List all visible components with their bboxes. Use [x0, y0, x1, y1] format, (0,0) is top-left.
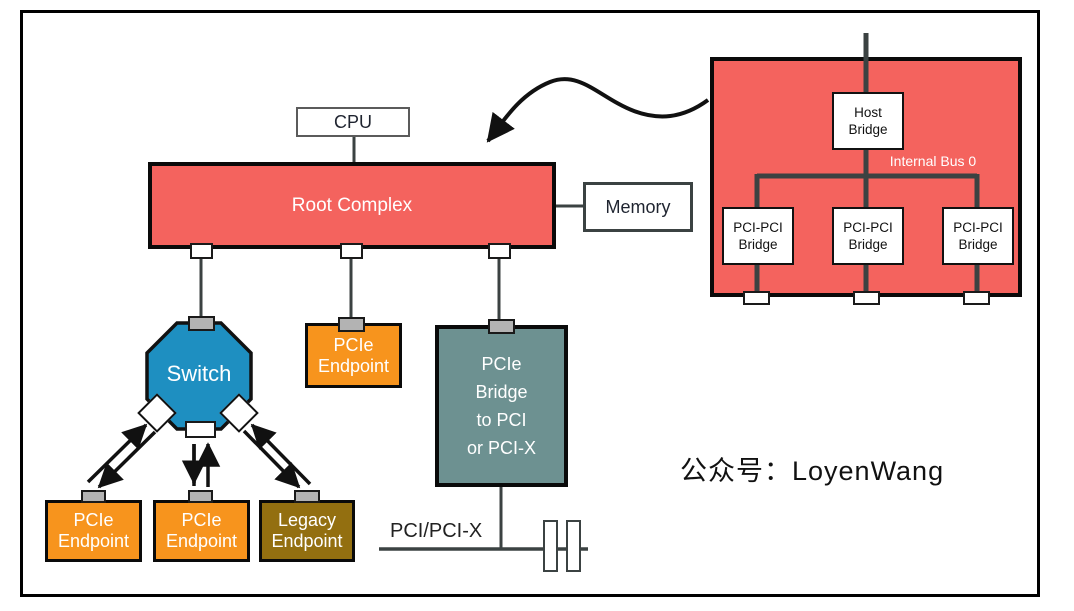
bridge-label-line: PCIe — [481, 354, 522, 374]
cpu-label: CPU — [333, 111, 372, 132]
endpoint-label-line: Endpoint — [271, 531, 343, 551]
switch-label: Switch — [166, 361, 232, 386]
pci-pci-bridge-label-line: Bridge — [958, 237, 998, 252]
detail-panel-port — [743, 291, 770, 305]
rootcomplex-port — [190, 243, 213, 259]
endpoint-port — [81, 490, 106, 503]
endpoint-port — [294, 490, 320, 503]
memory-node: Memory — [583, 182, 693, 232]
pci-pci-bridge-label-line: PCI-PCI — [953, 220, 1003, 235]
pci-pci-bridge-label-line: Bridge — [848, 237, 888, 252]
pci-slot — [543, 520, 558, 572]
endpoint-label-line: Endpoint — [317, 355, 390, 376]
endpoint-label-line: Endpoint — [57, 531, 130, 551]
pci-pci-bridge-node: PCI-PCI Bridge — [722, 207, 794, 265]
host-bridge-label-line: Host — [854, 105, 882, 120]
pci-slot — [566, 520, 581, 572]
cpu-node: CPU — [296, 107, 410, 137]
outer-border — [20, 10, 1040, 597]
switch-downstream-port — [185, 421, 216, 438]
pci-pci-bridge-label-line: PCI-PCI — [733, 220, 783, 235]
detail-panel-port — [853, 291, 880, 305]
endpoint-port — [188, 490, 213, 503]
rootcomplex-port — [488, 243, 511, 259]
host-bridge-node: Host Bridge — [832, 92, 904, 150]
endpoint-label-line: PCIe — [73, 510, 114, 530]
pci-pci-bridge-label-line: Bridge — [738, 237, 778, 252]
pci-bus-label: PCI/PCI-X — [390, 520, 483, 542]
pcie-endpoint-top-node: PCIe Endpoint — [305, 323, 402, 388]
endpoint-label-line: Legacy — [277, 510, 337, 530]
bridge-label-line: to PCI — [476, 410, 527, 430]
bridge-port — [488, 319, 515, 334]
bridge-label-line: Bridge — [475, 382, 528, 402]
internal-bus-label: Internal Bus 0 — [889, 153, 977, 169]
legacy-endpoint-node: Legacy Endpoint — [259, 500, 355, 562]
watermark-text: 公众号：LoyenWang — [680, 456, 945, 486]
endpoint-label-line: PCIe — [333, 334, 374, 355]
endpoint-port — [338, 317, 365, 332]
endpoint-label-line: Endpoint — [165, 531, 238, 551]
switch-upstream-port — [188, 316, 215, 331]
host-bridge-label-line: Bridge — [848, 122, 888, 137]
pci-pci-bridge-node: PCI-PCI Bridge — [832, 207, 904, 265]
endpoint-label-line: PCIe — [181, 510, 222, 530]
detail-panel-port — [963, 291, 990, 305]
pcie-endpoint-center-node: PCIe Endpoint — [153, 500, 250, 562]
memory-label: Memory — [605, 196, 671, 217]
rootcomplex-port — [340, 243, 363, 259]
pcie-endpoint-left-node: PCIe Endpoint — [45, 500, 142, 562]
pci-pci-bridge-node: PCI-PCI Bridge — [942, 207, 1014, 265]
root-complex-label: Root Complex — [291, 194, 413, 216]
bridge-label-line: or PCI-X — [466, 438, 536, 458]
pcie-to-pci-bridge-node: PCIe Bridge to PCI or PCI-X — [435, 325, 568, 487]
pci-pci-bridge-label-line: PCI-PCI — [843, 220, 893, 235]
root-complex-node: Root Complex — [148, 162, 556, 249]
